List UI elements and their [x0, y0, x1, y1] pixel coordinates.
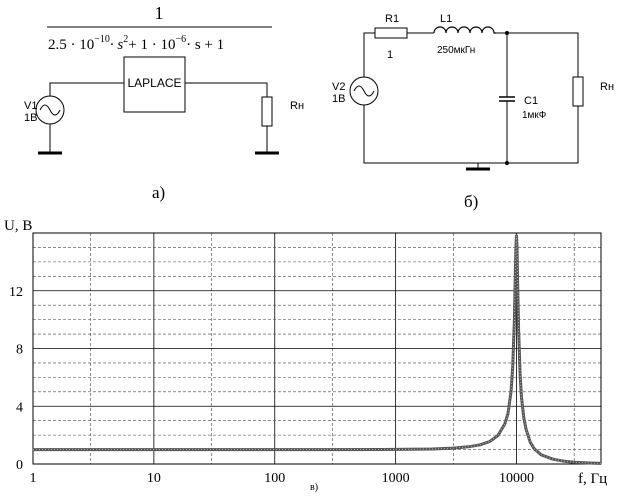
- source-v1-sine: [39, 104, 61, 116]
- load-label-a: Rн: [290, 100, 304, 112]
- y-tick-label: 8: [16, 343, 23, 358]
- l1-value: 250мкГн: [437, 45, 475, 56]
- tf-denominator: 2.5 · 10−10· s2+ 1 · 10−6· s + 1: [48, 34, 224, 53]
- load-resistor-b: [572, 76, 584, 107]
- tf-dot-10: · 10: [67, 37, 95, 53]
- chart-series: [33, 234, 602, 465]
- tf-exp2: −6: [175, 34, 186, 45]
- c1-value: 1мкФ: [522, 110, 547, 121]
- x-tick-label: 10000: [499, 471, 534, 486]
- junction-bottom: [505, 161, 509, 165]
- x-axis-label: f, Гц: [578, 471, 607, 487]
- tf-term2: · s + 1: [186, 37, 224, 53]
- frequency-response-chart: 1 10 100 1000 10000 0 4 8 12 U, В f, Гц в): [4, 218, 607, 493]
- tf-exp1: −10: [94, 34, 110, 45]
- chart-tick-labels: 1 10 100 1000 10000 0 4 8 12: [9, 285, 534, 486]
- wire-b-bottom: [363, 105, 579, 164]
- wire-a-top-right: [185, 82, 268, 97]
- x-tick-label: 100: [264, 471, 285, 486]
- x-tick-label: 1000: [382, 471, 410, 486]
- wire-b-left-top: [363, 32, 375, 77]
- tf-coef1: 2.5: [48, 37, 67, 53]
- caption-c: в): [310, 482, 318, 493]
- source-v1-label: V1: [24, 100, 37, 112]
- source-v2-sine: [353, 85, 375, 97]
- plot-area-frame: [32, 232, 602, 465]
- y-axis-label: U, В: [4, 218, 32, 234]
- y-tick-label: 12: [9, 285, 23, 300]
- inductor-l1: [433, 26, 496, 34]
- circuit-b: R1 1 L1 250мкГн V2 1В C1 1мкФ Rн б): [332, 13, 614, 211]
- r1-value: 1: [387, 49, 393, 61]
- r1-label: R1: [385, 13, 399, 25]
- wire-b-top-right: [496, 32, 579, 77]
- tf-term1: · s: [110, 37, 124, 53]
- y-tick-label: 4: [16, 400, 23, 415]
- tf-numerator: 1: [155, 3, 164, 23]
- resistor-r1: [374, 27, 408, 39]
- source-v2-label: V2: [332, 81, 345, 93]
- tf-plus1: + 1 · 10: [128, 37, 175, 53]
- circuit-a: 1 2.5 · 10−10· s2+ 1 · 10−6· s + 1 LAPLA…: [24, 3, 304, 202]
- source-v2-value: 1В: [332, 93, 345, 105]
- laplace-block: [123, 56, 186, 113]
- y-tick-label: 0: [16, 458, 23, 473]
- junction-top: [505, 31, 509, 35]
- load-label-b: Rн: [600, 81, 614, 93]
- tf-pow1: 2: [123, 34, 128, 45]
- x-tick-label: 1: [30, 471, 37, 486]
- chart-grid: [33, 233, 601, 464]
- laplace-label: LAPLACE: [127, 76, 181, 90]
- wire-a-top-left: [49, 82, 124, 97]
- caption-b: б): [464, 192, 478, 211]
- caption-a: а): [152, 183, 165, 202]
- source-v1-value: 1В: [24, 112, 37, 124]
- l1-label: L1: [440, 13, 452, 25]
- response-curve: [33, 234, 602, 465]
- x-tick-label: 10: [147, 471, 161, 486]
- load-resistor-a: [261, 96, 273, 127]
- c1-label: C1: [524, 95, 538, 107]
